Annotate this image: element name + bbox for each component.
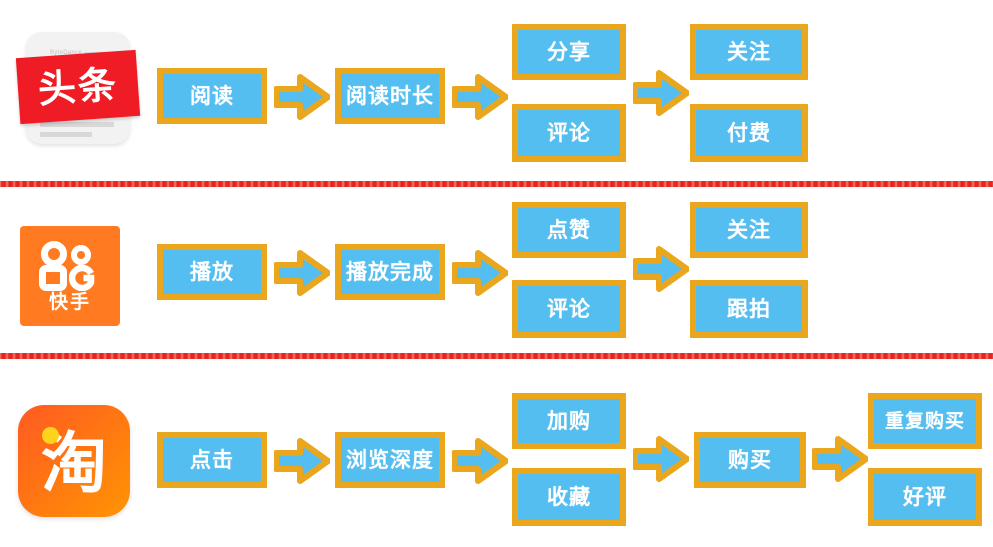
node-kuaishou-follow[interactable]: 关注 — [690, 202, 808, 258]
taobao-logo: 淘 — [18, 405, 130, 517]
platform-row-kuaishou: 快手 播放 播放完成 点赞 评论 关注 跟拍 — [0, 188, 993, 353]
node-taobao-purchase[interactable]: 购买 — [694, 432, 806, 488]
node-taobao-favorite[interactable]: 收藏 — [512, 468, 626, 526]
arrow-icon — [452, 74, 508, 120]
node-taobao-repeat-purchase[interactable]: 重复购买 — [868, 393, 982, 449]
arrow-icon — [452, 438, 508, 484]
arrow-icon — [633, 70, 689, 116]
arrow-icon — [274, 74, 330, 120]
node-kuaishou-play-complete[interactable]: 播放完成 — [335, 244, 445, 300]
node-toutiao-read-duration[interactable]: 阅读时长 — [335, 68, 445, 124]
arrow-icon — [633, 246, 689, 292]
node-kuaishou-copy-shoot[interactable]: 跟拍 — [690, 280, 808, 338]
node-taobao-browse-depth[interactable]: 浏览深度 — [335, 432, 445, 488]
kuaishou-logo-text: 快手 — [48, 290, 91, 313]
node-taobao-click[interactable]: 点击 — [157, 432, 267, 488]
row-divider — [0, 352, 993, 360]
arrow-icon — [812, 436, 868, 482]
arrow-icon — [274, 438, 330, 484]
kuaishou-logo: 快手 — [20, 226, 120, 326]
node-taobao-add-to-cart[interactable]: 加购 — [512, 393, 626, 449]
node-toutiao-pay[interactable]: 付费 — [690, 104, 808, 162]
toutiao-banner: 头条 — [15, 49, 141, 125]
camera-icon — [39, 240, 101, 291]
node-taobao-positive-review[interactable]: 好评 — [868, 468, 982, 526]
platform-row-toutiao: ByteDance 头条 阅读 阅读时 — [0, 0, 993, 182]
taobao-dot — [42, 427, 59, 444]
node-toutiao-share[interactable]: 分享 — [512, 24, 626, 80]
arrow-icon — [633, 436, 689, 482]
bytedance-label: ByteDance — [50, 50, 83, 56]
platform-row-taobao: 淘 点击 浏览深度 加购 收藏 购买 重复购买 — [0, 360, 993, 547]
arrow-icon — [452, 250, 508, 296]
row-divider — [0, 180, 993, 188]
newspaper-line — [40, 132, 92, 137]
toutiao-logo-text: 头条 — [36, 62, 120, 112]
node-kuaishou-play[interactable]: 播放 — [157, 244, 267, 300]
toutiao-logo: ByteDance 头条 — [12, 22, 142, 152]
node-kuaishou-like[interactable]: 点赞 — [512, 202, 626, 258]
node-toutiao-read[interactable]: 阅读 — [157, 68, 267, 124]
node-toutiao-follow[interactable]: 关注 — [690, 24, 808, 80]
arrow-icon — [274, 250, 330, 296]
newspaper-line — [40, 122, 114, 127]
node-toutiao-comment[interactable]: 评论 — [512, 104, 626, 162]
node-kuaishou-comment[interactable]: 评论 — [512, 280, 626, 338]
